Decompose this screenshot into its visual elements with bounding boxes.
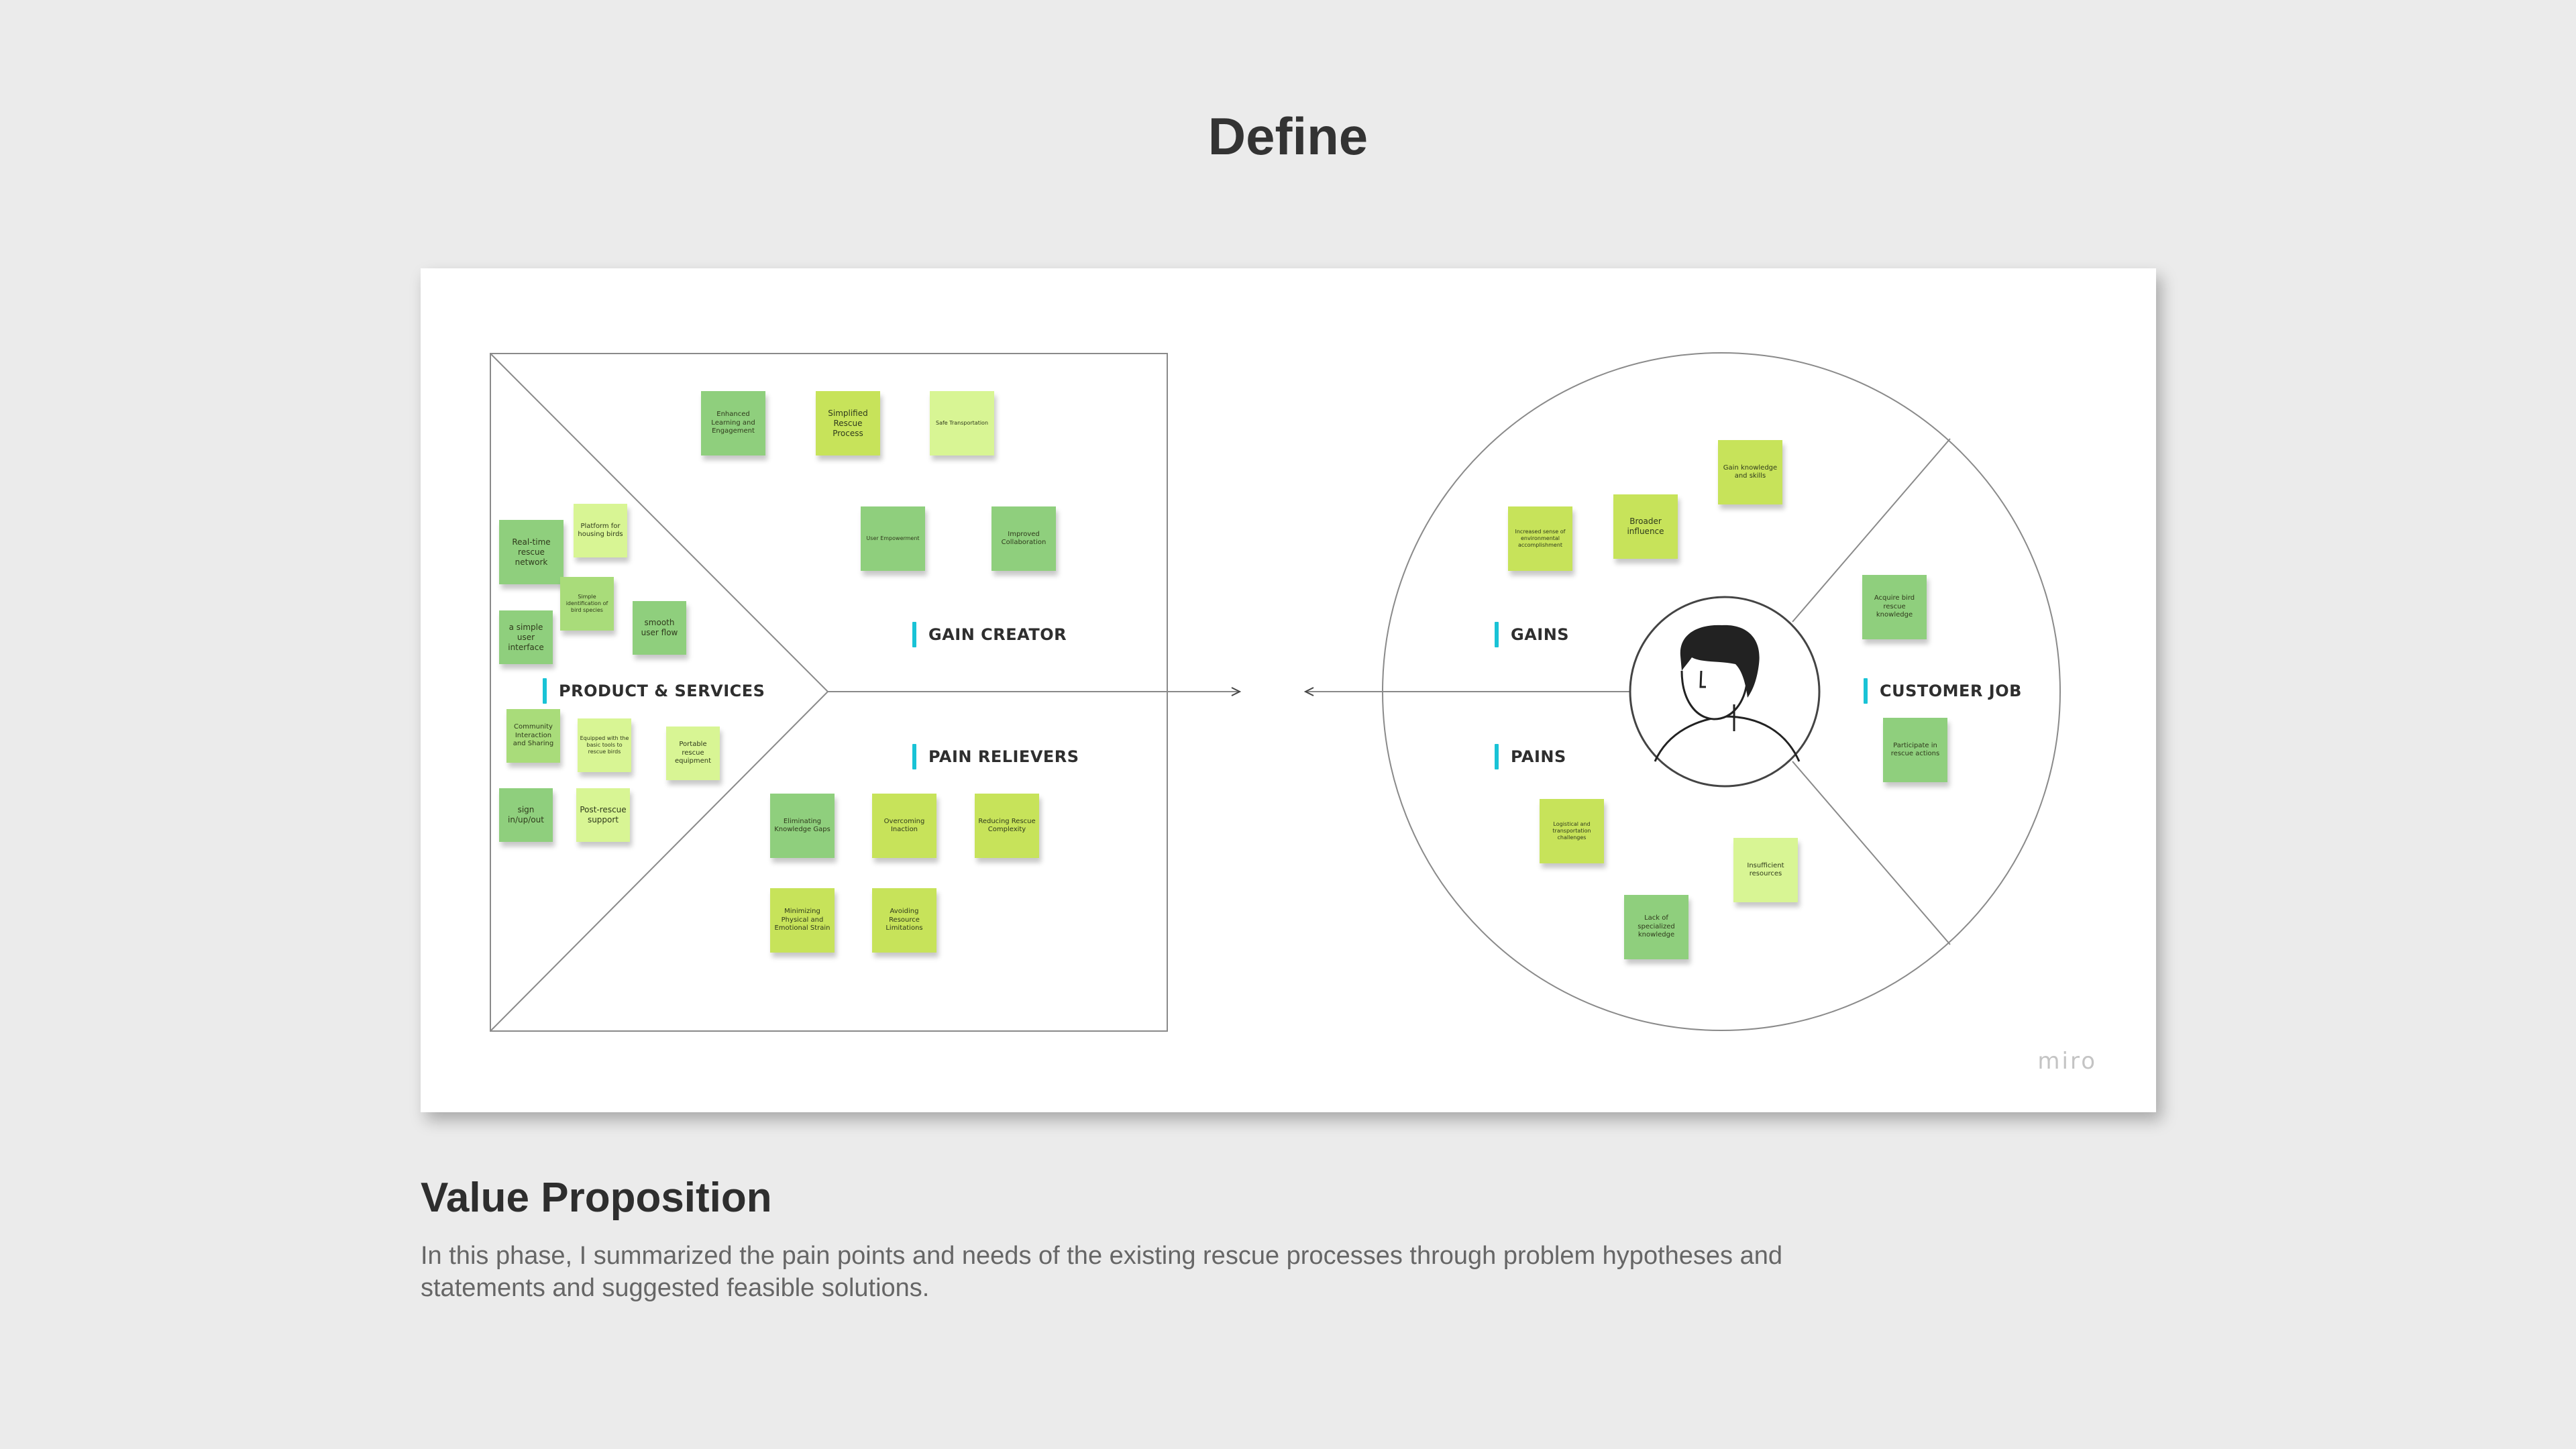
sticky-note[interactable]: Logistical and transportation challenges: [1540, 799, 1604, 863]
label-gain-creator: GAIN CREATOR: [912, 622, 1067, 647]
sticky-note[interactable]: Equipped with the basic tools to rescue …: [578, 718, 631, 772]
customer-job-divider-top: [1792, 438, 1951, 623]
label-gains: GAINS: [1495, 622, 1569, 647]
sticky-note[interactable]: Gain knowledge and skills: [1718, 440, 1782, 504]
canvas-lines: [490, 352, 2061, 1032]
sticky-note[interactable]: Enhanced Learning and Engagement: [701, 391, 765, 455]
label-product-services: PRODUCT & SERVICES: [543, 678, 765, 704]
sticky-note[interactable]: a simple user interface: [499, 610, 553, 664]
sticky-note[interactable]: Simplified Rescue Process: [816, 391, 880, 455]
arrow-left-icon: [1303, 687, 1314, 696]
sticky-note[interactable]: Insufficient resources: [1733, 838, 1798, 902]
sticky-note[interactable]: Reducing Rescue Complexity: [975, 794, 1039, 858]
label-pains: PAINS: [1495, 744, 1566, 769]
sticky-note[interactable]: Improved Collaboration: [991, 506, 1056, 571]
customer-avatar: [1629, 596, 1821, 788]
sticky-note[interactable]: Participate in rescue actions: [1883, 718, 1947, 782]
sticky-note[interactable]: Community Interaction and Sharing: [506, 709, 560, 763]
sticky-note[interactable]: Safe Transportation: [930, 391, 994, 455]
sticky-note[interactable]: Post-rescue support: [576, 788, 630, 842]
sticky-note[interactable]: User Empowerment: [861, 506, 925, 571]
miro-logo: miro: [2037, 1048, 2097, 1075]
arrow-right-icon: [1231, 687, 1242, 696]
sticky-note[interactable]: smooth user flow: [633, 601, 686, 655]
sticky-note[interactable]: Minimizing Physical and Emotional Strain: [770, 888, 835, 953]
sticky-note[interactable]: Overcoming Inaction: [872, 794, 936, 858]
sticky-note[interactable]: Increased sense of environmental accompl…: [1508, 506, 1572, 571]
section-description: In this phase, I summarized the pain poi…: [421, 1242, 1782, 1302]
sticky-note[interactable]: Acquire bird rescue knowledge: [1862, 575, 1927, 639]
customer-job-divider-bottom: [1792, 761, 1951, 945]
page-title: Define: [1208, 107, 1368, 166]
sticky-note[interactable]: Lack of specialized knowledge: [1624, 895, 1688, 959]
sticky-note[interactable]: Simple identification of bird species: [560, 577, 614, 631]
value-proposition-canvas-board: PRODUCT & SERVICES GAIN CREATOR PAIN REL…: [421, 268, 2156, 1112]
sticky-note[interactable]: Real-time rescue network: [499, 520, 564, 584]
section-title: Value Proposition: [421, 1175, 772, 1221]
sticky-note[interactable]: Broader influence: [1613, 494, 1678, 559]
sticky-note[interactable]: Portable rescue equipment: [666, 727, 720, 780]
sticky-note[interactable]: Avoiding Resource Limitations: [872, 888, 936, 953]
sticky-note[interactable]: Eliminating Knowledge Gaps: [770, 794, 835, 858]
sticky-note[interactable]: Platform for housing birds: [574, 504, 627, 557]
sticky-note[interactable]: sign in/up/out: [499, 788, 553, 842]
label-customer-job: CUSTOMER JOB: [1864, 678, 2022, 704]
label-pain-relievers: PAIN RELIEVERS: [912, 744, 1079, 769]
